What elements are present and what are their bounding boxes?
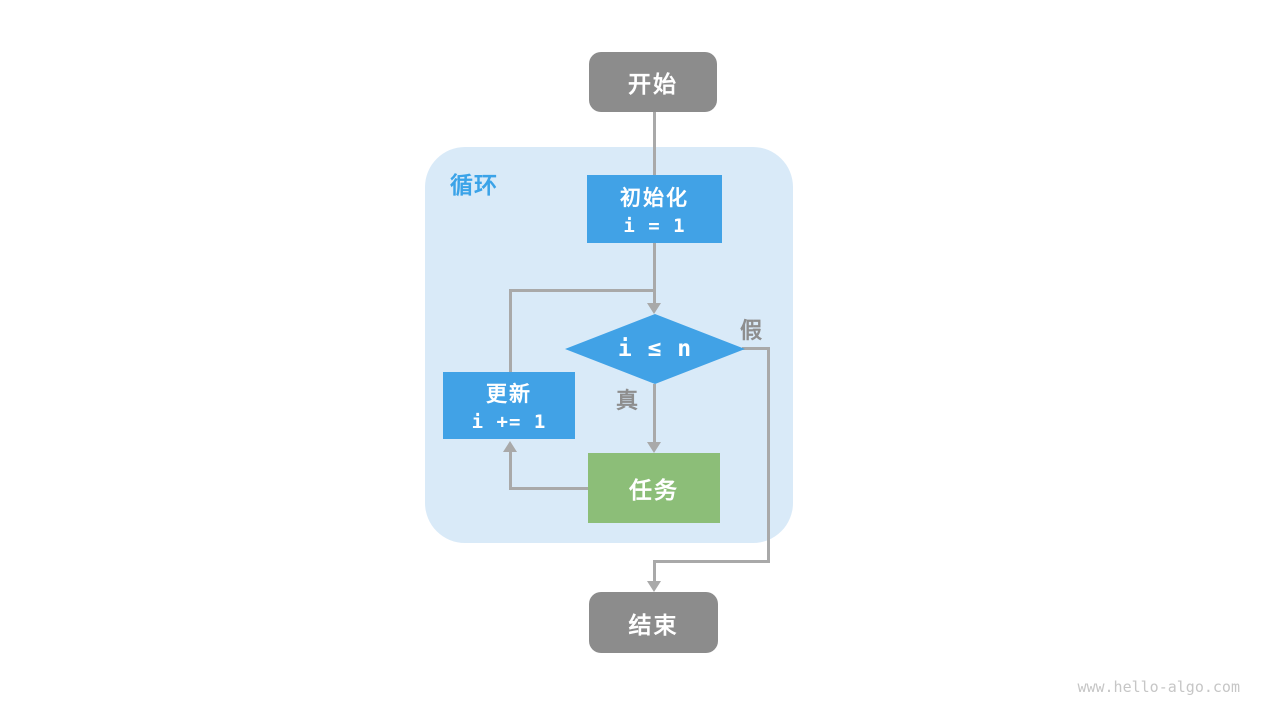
node-update-title: 更新: [486, 383, 532, 406]
edge-false-vertical-down: [767, 347, 770, 563]
edge-false-horizontal-left: [653, 560, 770, 563]
node-initialize-title: 初始化: [620, 186, 689, 210]
node-end: 结束: [589, 592, 718, 653]
edge-false-horizontal-right: [742, 347, 770, 350]
node-task-label: 任务: [629, 477, 679, 503]
node-condition-label: i ≤ n: [617, 336, 693, 362]
edge-update-feedback-vertical: [509, 290, 512, 373]
branch-label-true: 真: [616, 388, 640, 413]
edge-condition-to-task: [653, 384, 656, 443]
edge-task-to-update-vertical: [509, 451, 512, 490]
branch-label-false: 假: [740, 318, 764, 343]
node-initialize-code: i = 1: [623, 214, 686, 237]
node-initialize: 初始化 i = 1: [587, 175, 722, 243]
node-start-label: 开始: [628, 71, 678, 97]
arrowhead-into-update: [503, 441, 517, 452]
edge-init-to-condition: [653, 243, 656, 305]
node-start: 开始: [589, 52, 717, 112]
edge-start-to-init: [653, 112, 656, 175]
loop-label: 循环: [450, 172, 498, 198]
edge-task-to-update-horizontal: [509, 487, 589, 490]
arrowhead-into-condition: [647, 303, 661, 314]
arrowhead-into-task: [647, 442, 661, 453]
watermark-text: www.hello-algo.com: [1077, 678, 1240, 696]
arrowhead-into-end: [647, 581, 661, 592]
node-update: 更新 i += 1: [443, 372, 575, 439]
node-task: 任务: [588, 453, 720, 523]
edge-update-feedback-horizontal: [509, 289, 656, 292]
node-end-label: 结束: [628, 611, 679, 638]
node-update-code: i += 1: [471, 411, 547, 433]
edge-false-to-end: [653, 560, 656, 582]
